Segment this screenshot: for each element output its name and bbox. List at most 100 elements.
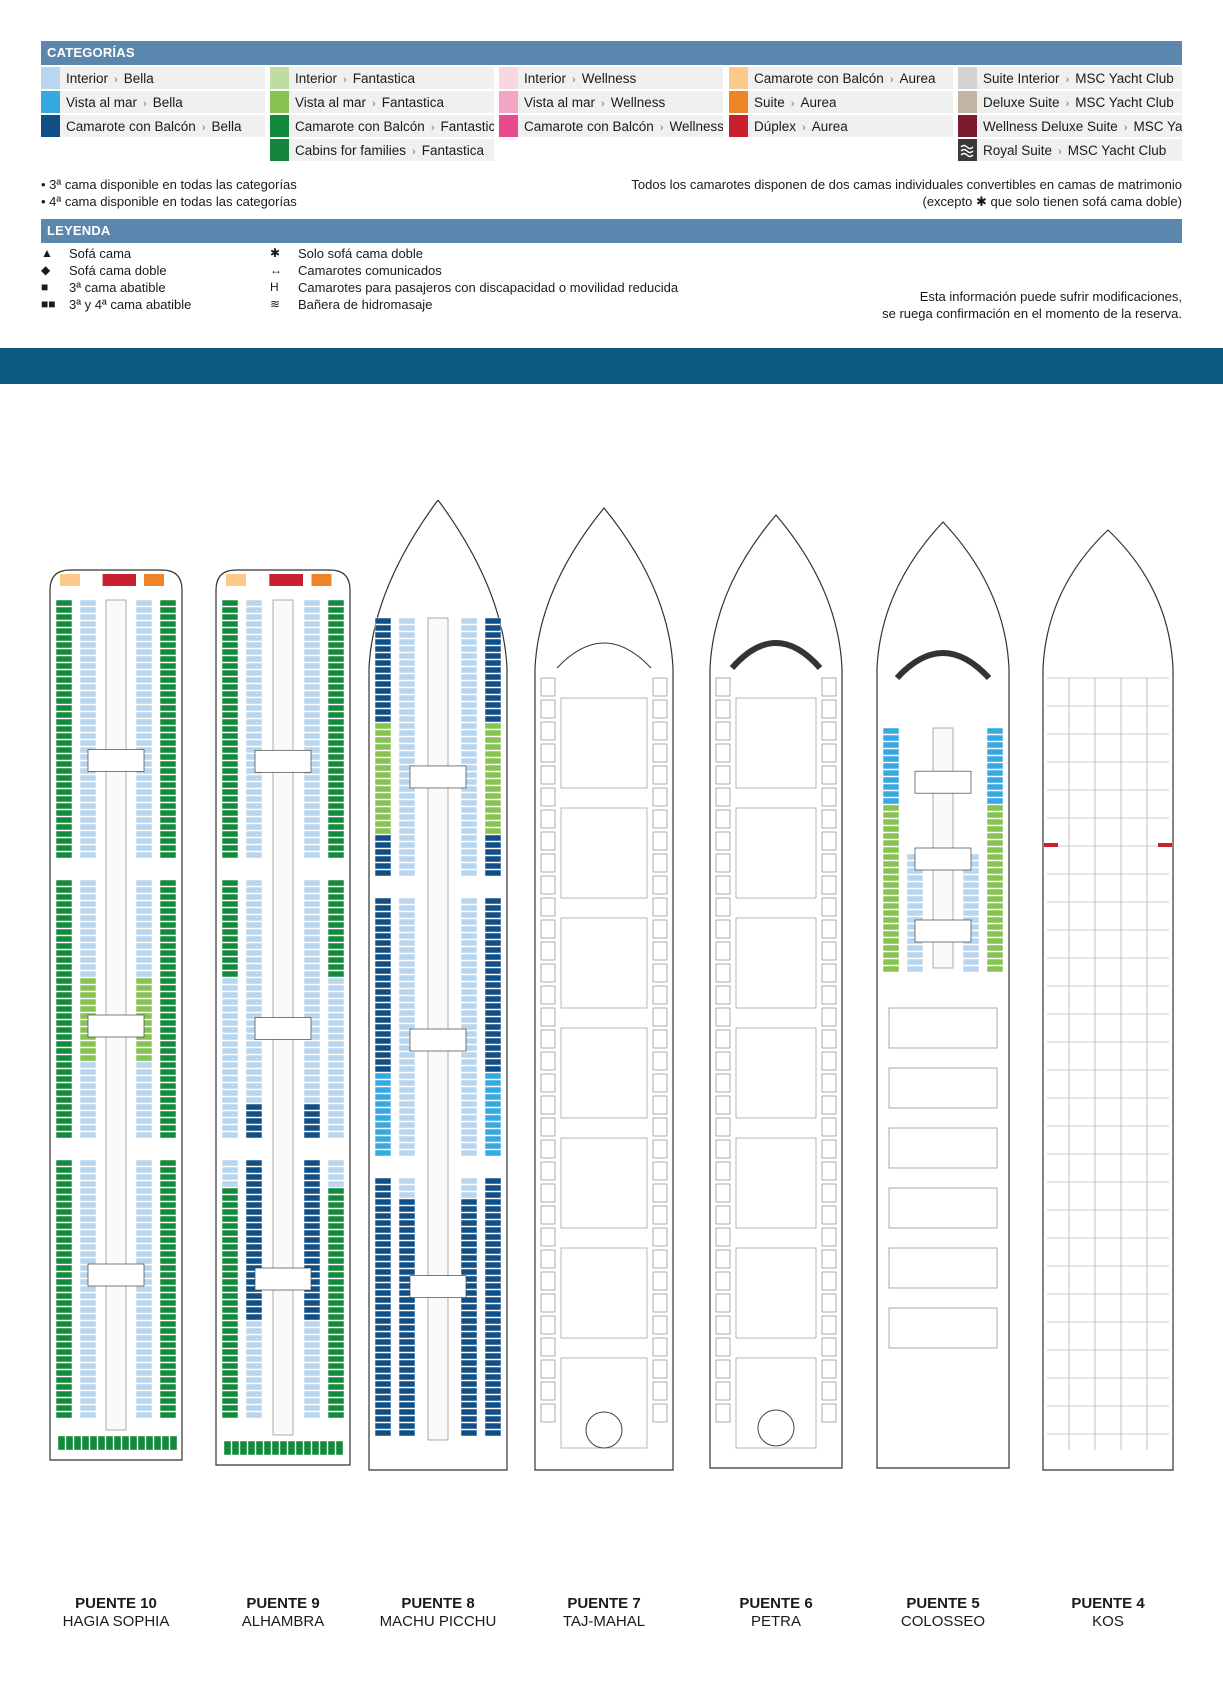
cabin-cell bbox=[159, 781, 177, 789]
cabin-cell bbox=[245, 1299, 263, 1307]
cabin-cell bbox=[159, 641, 177, 649]
cabin-cell bbox=[986, 895, 1004, 903]
cabin-cell bbox=[398, 1338, 416, 1346]
cabin-cell bbox=[374, 1149, 392, 1157]
cabin-cell bbox=[303, 788, 321, 796]
cabin-cell bbox=[374, 1135, 392, 1143]
cabin-cell bbox=[245, 1040, 263, 1048]
cabin-cell bbox=[245, 1257, 263, 1265]
cabin-cell bbox=[79, 1411, 97, 1419]
cabin-cell bbox=[374, 1030, 392, 1038]
cabin-cell bbox=[398, 1387, 416, 1395]
cabin-cell bbox=[221, 676, 239, 684]
cabin-cell bbox=[327, 1075, 345, 1083]
cabin-cell bbox=[89, 1435, 98, 1451]
cabin-cell bbox=[303, 949, 321, 957]
cabin-cell bbox=[303, 1012, 321, 1020]
cabin-cell bbox=[245, 1369, 263, 1377]
cabin-cell bbox=[159, 1215, 177, 1223]
cabin-cell bbox=[460, 932, 478, 940]
cabin-cell bbox=[135, 893, 153, 901]
cabin-cell bbox=[484, 764, 502, 772]
cabin-cell bbox=[221, 1292, 239, 1300]
staircase bbox=[409, 1275, 467, 1298]
cabin-cell bbox=[398, 1212, 416, 1220]
cabin-cell bbox=[255, 1440, 264, 1456]
cabin-cell bbox=[327, 711, 345, 719]
legend-text: Sofá cama bbox=[69, 246, 132, 261]
cabin-cell bbox=[79, 697, 97, 705]
cabin-cell bbox=[55, 1124, 73, 1132]
cabin-cell bbox=[245, 655, 263, 663]
cabin-cell bbox=[460, 974, 478, 982]
cabin-cell bbox=[962, 951, 980, 959]
cabin-cell bbox=[79, 599, 97, 607]
cabin-cell bbox=[79, 1215, 97, 1223]
cabin-cell bbox=[484, 1121, 502, 1129]
cabin-cell bbox=[159, 879, 177, 887]
cabin-cell bbox=[460, 1114, 478, 1122]
cabin-cell bbox=[55, 977, 73, 985]
cabin-cell bbox=[460, 1310, 478, 1318]
cabin-cell bbox=[460, 953, 478, 961]
cabin-cell bbox=[327, 963, 345, 971]
cabin-cell bbox=[79, 914, 97, 922]
lifeboat bbox=[821, 831, 837, 851]
cabin-cell bbox=[245, 1061, 263, 1069]
cabin-cell bbox=[303, 683, 321, 691]
category-experience: Fantastica bbox=[352, 70, 415, 86]
cabin-cell bbox=[327, 1159, 345, 1167]
lifeboat bbox=[821, 1095, 837, 1115]
lifeboat bbox=[821, 1359, 837, 1379]
cabin-cell bbox=[159, 1117, 177, 1125]
cabin-cell bbox=[374, 1065, 392, 1073]
cabin-cell bbox=[135, 1166, 153, 1174]
cabin-cell bbox=[460, 792, 478, 800]
cabin-cell bbox=[221, 956, 239, 964]
cabin-cell bbox=[327, 1040, 345, 1048]
chevron-right-icon: › bbox=[412, 145, 416, 158]
cabin-cell bbox=[55, 1194, 73, 1202]
lifeboat bbox=[715, 1161, 731, 1181]
cabin-cell bbox=[245, 1082, 263, 1090]
cabin-cell bbox=[245, 788, 263, 796]
cabin-cell bbox=[986, 867, 1004, 875]
cabin-cell bbox=[460, 1408, 478, 1416]
cabin-cell bbox=[327, 599, 345, 607]
cabin-cell bbox=[221, 935, 239, 943]
cabin-cell bbox=[55, 1159, 73, 1167]
cabin-cell bbox=[159, 1278, 177, 1286]
cabin-cell bbox=[398, 1016, 416, 1024]
cabin-cell bbox=[327, 893, 345, 901]
cabin-cell bbox=[55, 1208, 73, 1216]
cabin-cell bbox=[135, 599, 153, 607]
cabin-cell bbox=[374, 1177, 392, 1185]
cabin-cell bbox=[55, 1026, 73, 1034]
cabin-cell bbox=[484, 862, 502, 870]
cabin-cell bbox=[484, 820, 502, 828]
cabin-cell bbox=[484, 1023, 502, 1031]
section-band bbox=[0, 348, 1223, 384]
public-room bbox=[735, 1247, 817, 1339]
cabin-cell bbox=[484, 1044, 502, 1052]
cabin-cell bbox=[460, 1002, 478, 1010]
cabin-cell bbox=[327, 1082, 345, 1090]
cabin-cell bbox=[159, 1082, 177, 1090]
cabin-cell bbox=[484, 1338, 502, 1346]
cabin-cell bbox=[245, 1110, 263, 1118]
cabin-cell bbox=[460, 925, 478, 933]
cabin-cell bbox=[460, 995, 478, 1003]
cabin-cell bbox=[303, 669, 321, 677]
cabin-cell bbox=[374, 673, 392, 681]
suite-cell bbox=[311, 574, 332, 586]
cabin-cell bbox=[327, 788, 345, 796]
cabin-cell bbox=[460, 1058, 478, 1066]
cabin-cell bbox=[159, 928, 177, 936]
cabin-cell bbox=[460, 1366, 478, 1374]
cabin-cell bbox=[79, 851, 97, 859]
cabin-cell bbox=[460, 911, 478, 919]
cabin-cell bbox=[245, 634, 263, 642]
category-experience: MSC Yacht Club bbox=[1067, 142, 1167, 158]
cabin-cell bbox=[484, 911, 502, 919]
cabin-cell bbox=[484, 1191, 502, 1199]
